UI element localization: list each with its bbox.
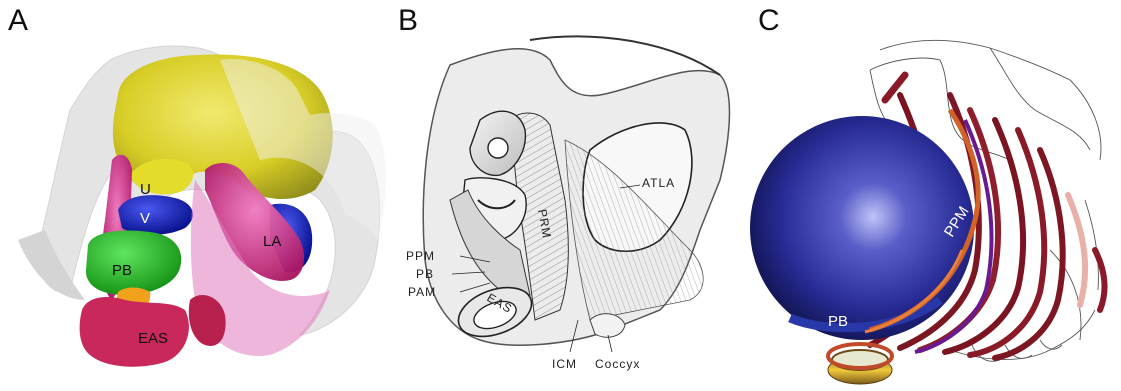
coccyx bbox=[590, 314, 625, 338]
pelvic-brim bbox=[530, 36, 720, 75]
panel-letter-a: A bbox=[8, 4, 28, 38]
panel-a: U V LA PB EAS A bbox=[0, 0, 390, 391]
label-coccyx: Coccyx bbox=[595, 357, 640, 371]
vagina bbox=[118, 195, 193, 235]
external-anal-sphincter bbox=[80, 297, 189, 367]
label-pb: PB bbox=[828, 313, 848, 330]
panel-letter-c: C bbox=[758, 4, 780, 38]
label-pam: PAM bbox=[408, 285, 436, 299]
vaginal-sphere bbox=[750, 116, 974, 340]
panel-b: PPM PB PAM EAS PRM ATLA ICM Coccyx B bbox=[390, 0, 750, 391]
panel-letter-b: B bbox=[398, 4, 418, 38]
label-u: U bbox=[140, 181, 151, 198]
label-la: LA bbox=[263, 233, 281, 250]
urethra bbox=[488, 138, 508, 158]
label-pb: PB bbox=[416, 267, 434, 281]
label-ppm: PPM bbox=[406, 249, 435, 263]
panel-b-illustration: PPM PB PAM EAS PRM ATLA ICM Coccyx bbox=[390, 0, 750, 391]
perineal-body bbox=[86, 231, 181, 295]
label-v: V bbox=[140, 210, 150, 227]
label-eas: EAS bbox=[138, 330, 168, 347]
panel-c: PPM PB C bbox=[750, 0, 1121, 391]
label-atla: ATLA bbox=[642, 176, 675, 190]
panel-c-illustration: PPM PB bbox=[750, 0, 1121, 391]
label-pb: PB bbox=[112, 262, 132, 279]
panel-a-illustration: U V LA PB EAS bbox=[0, 0, 390, 391]
label-icm: ICM bbox=[552, 357, 577, 371]
